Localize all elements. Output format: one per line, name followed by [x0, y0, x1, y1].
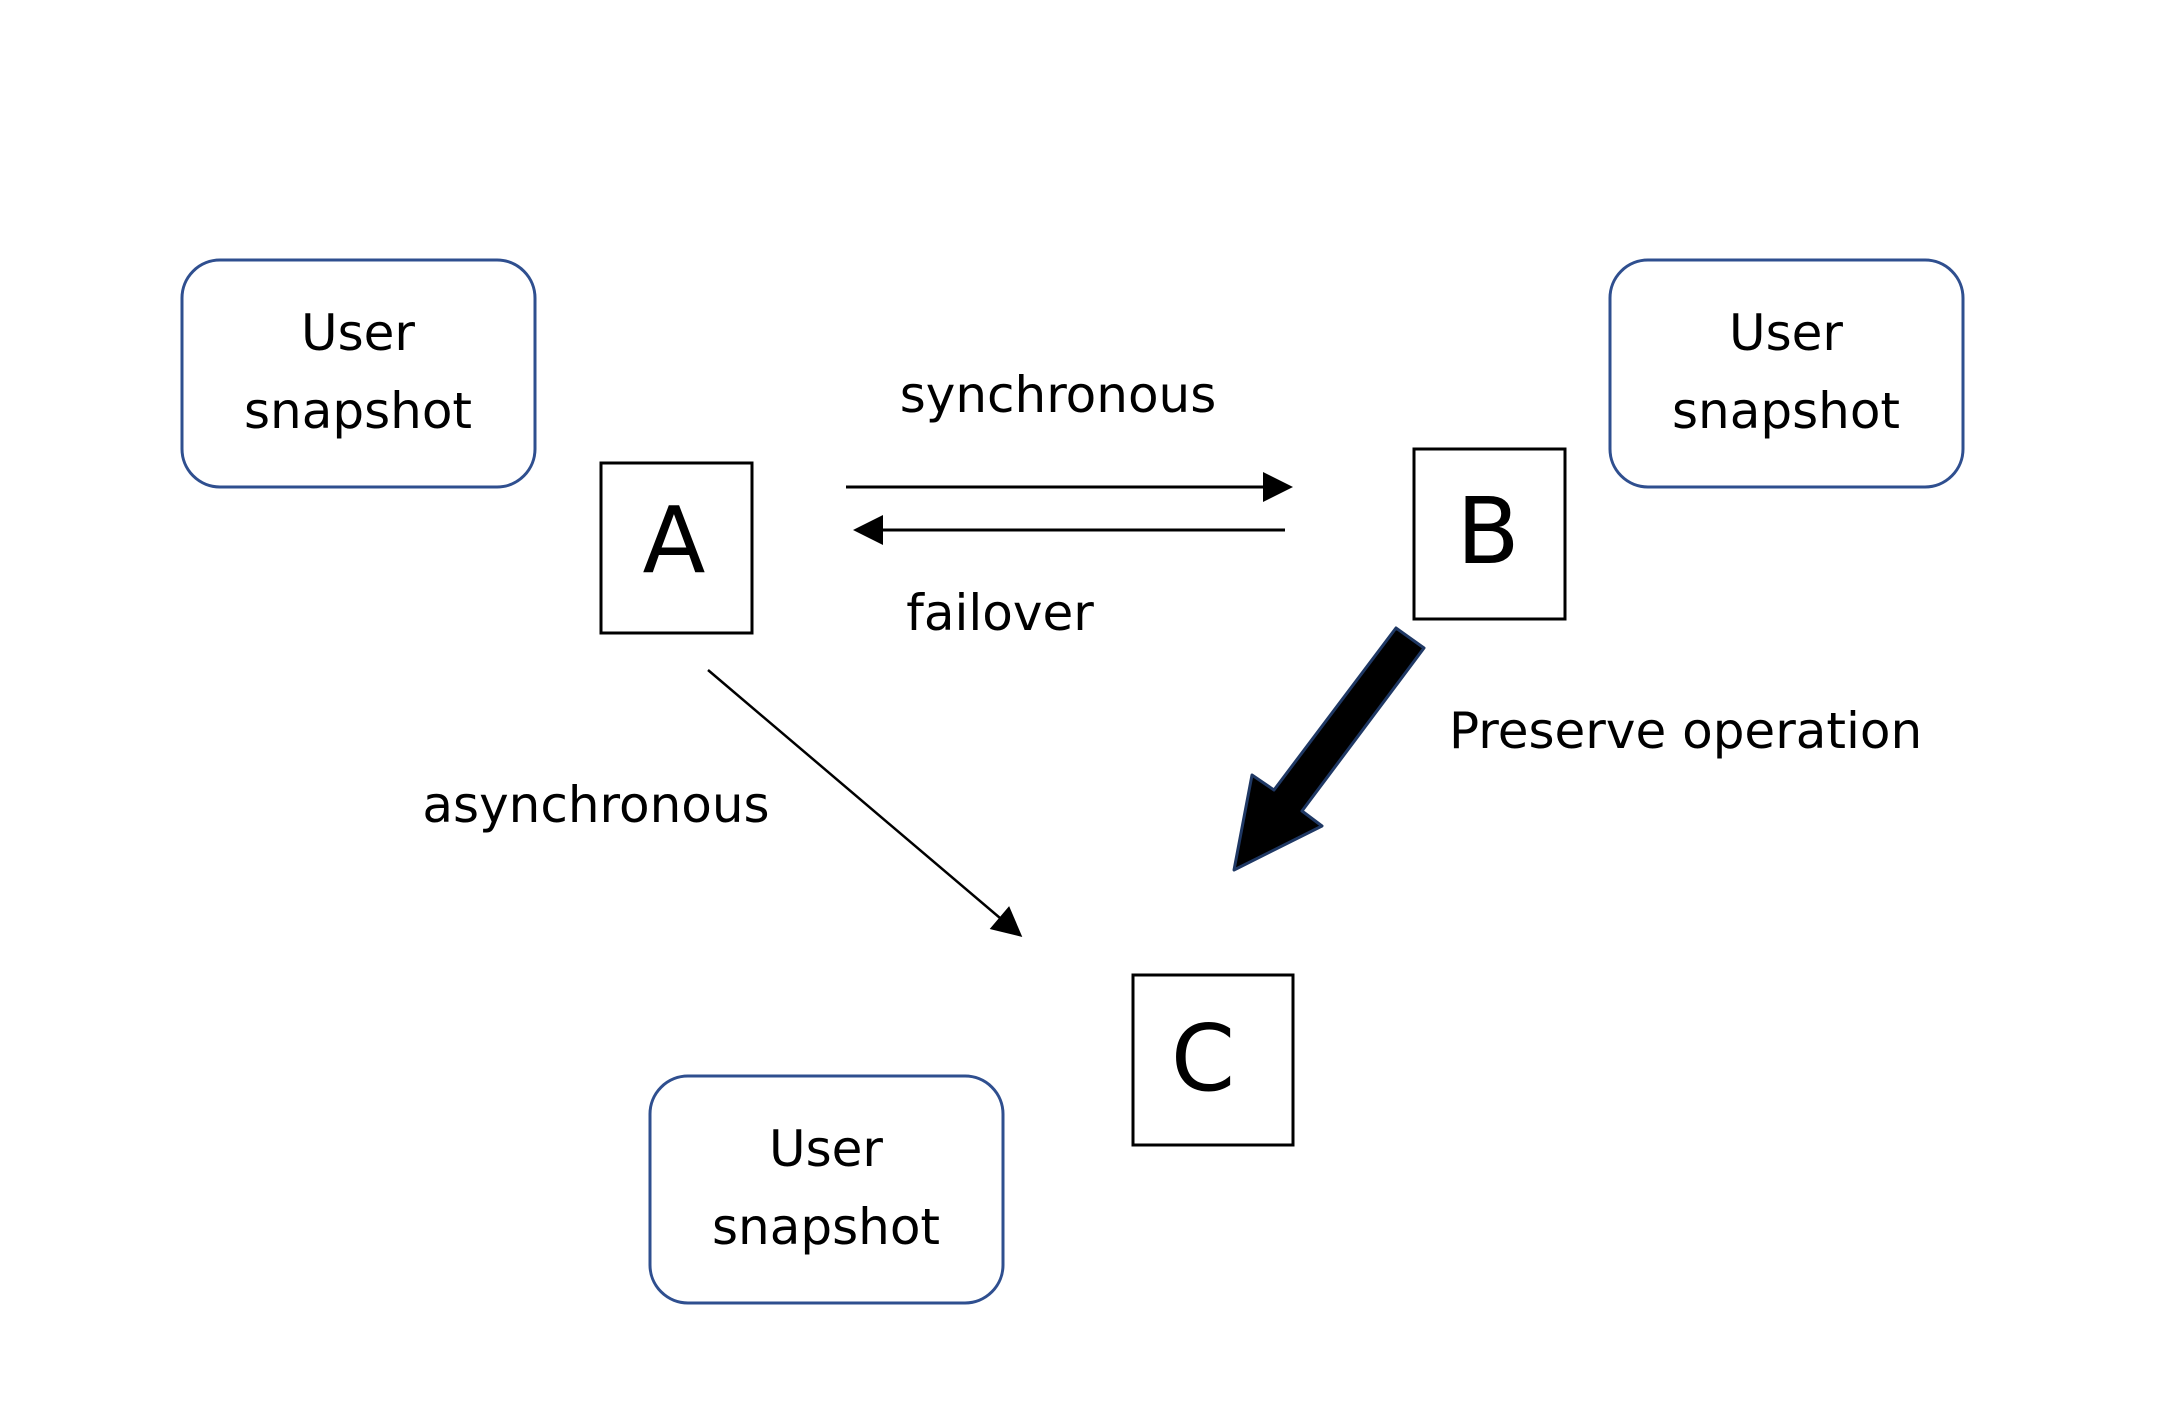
- user-snapshot-a-line1: User: [301, 304, 415, 362]
- user-snapshot-a: User snapshot: [180, 258, 537, 489]
- user-snapshot-a-line2: snapshot: [244, 382, 472, 440]
- user-snapshot-a-box: [180, 258, 537, 489]
- node-a-box: [599, 461, 754, 635]
- node-a: A: [599, 461, 754, 635]
- user-snapshot-b-box: [1608, 258, 1965, 489]
- user-snapshot-c-line2: snapshot: [712, 1198, 940, 1256]
- node-b: B: [1412, 447, 1567, 621]
- preserve-operation-label: Preserve operation: [1449, 702, 1922, 760]
- synchronous-label: synchronous: [900, 366, 1217, 424]
- user-snapshot-b-line2: snapshot: [1672, 382, 1900, 440]
- user-snapshot-c-box: [648, 1074, 1005, 1305]
- edge-a-to-c: asynchronous: [422, 669, 1023, 937]
- node-c-box: [1131, 973, 1295, 1147]
- node-c: C: [1131, 973, 1295, 1147]
- user-snapshot-c: User snapshot: [648, 1074, 1005, 1305]
- node-c-label: C: [1171, 1005, 1235, 1112]
- user-snapshot-c-line1: User: [769, 1120, 883, 1178]
- asynchronous-label: asynchronous: [422, 776, 769, 834]
- asynchronous-arrow: [707, 669, 1023, 937]
- node-b-box: [1412, 447, 1567, 621]
- node-a-label: A: [643, 487, 706, 594]
- user-snapshot-b: User snapshot: [1608, 258, 1965, 489]
- node-b-label: B: [1456, 478, 1519, 585]
- edge-a-to-b: synchronous: [846, 366, 1293, 502]
- user-snapshot-b-line1: User: [1729, 304, 1843, 362]
- failover-label: failover: [906, 584, 1094, 642]
- edge-b-to-a: failover: [853, 515, 1285, 642]
- edge-b-to-c: Preserve operation: [1232, 626, 1922, 872]
- preserve-operation-arrow: [1232, 626, 1426, 872]
